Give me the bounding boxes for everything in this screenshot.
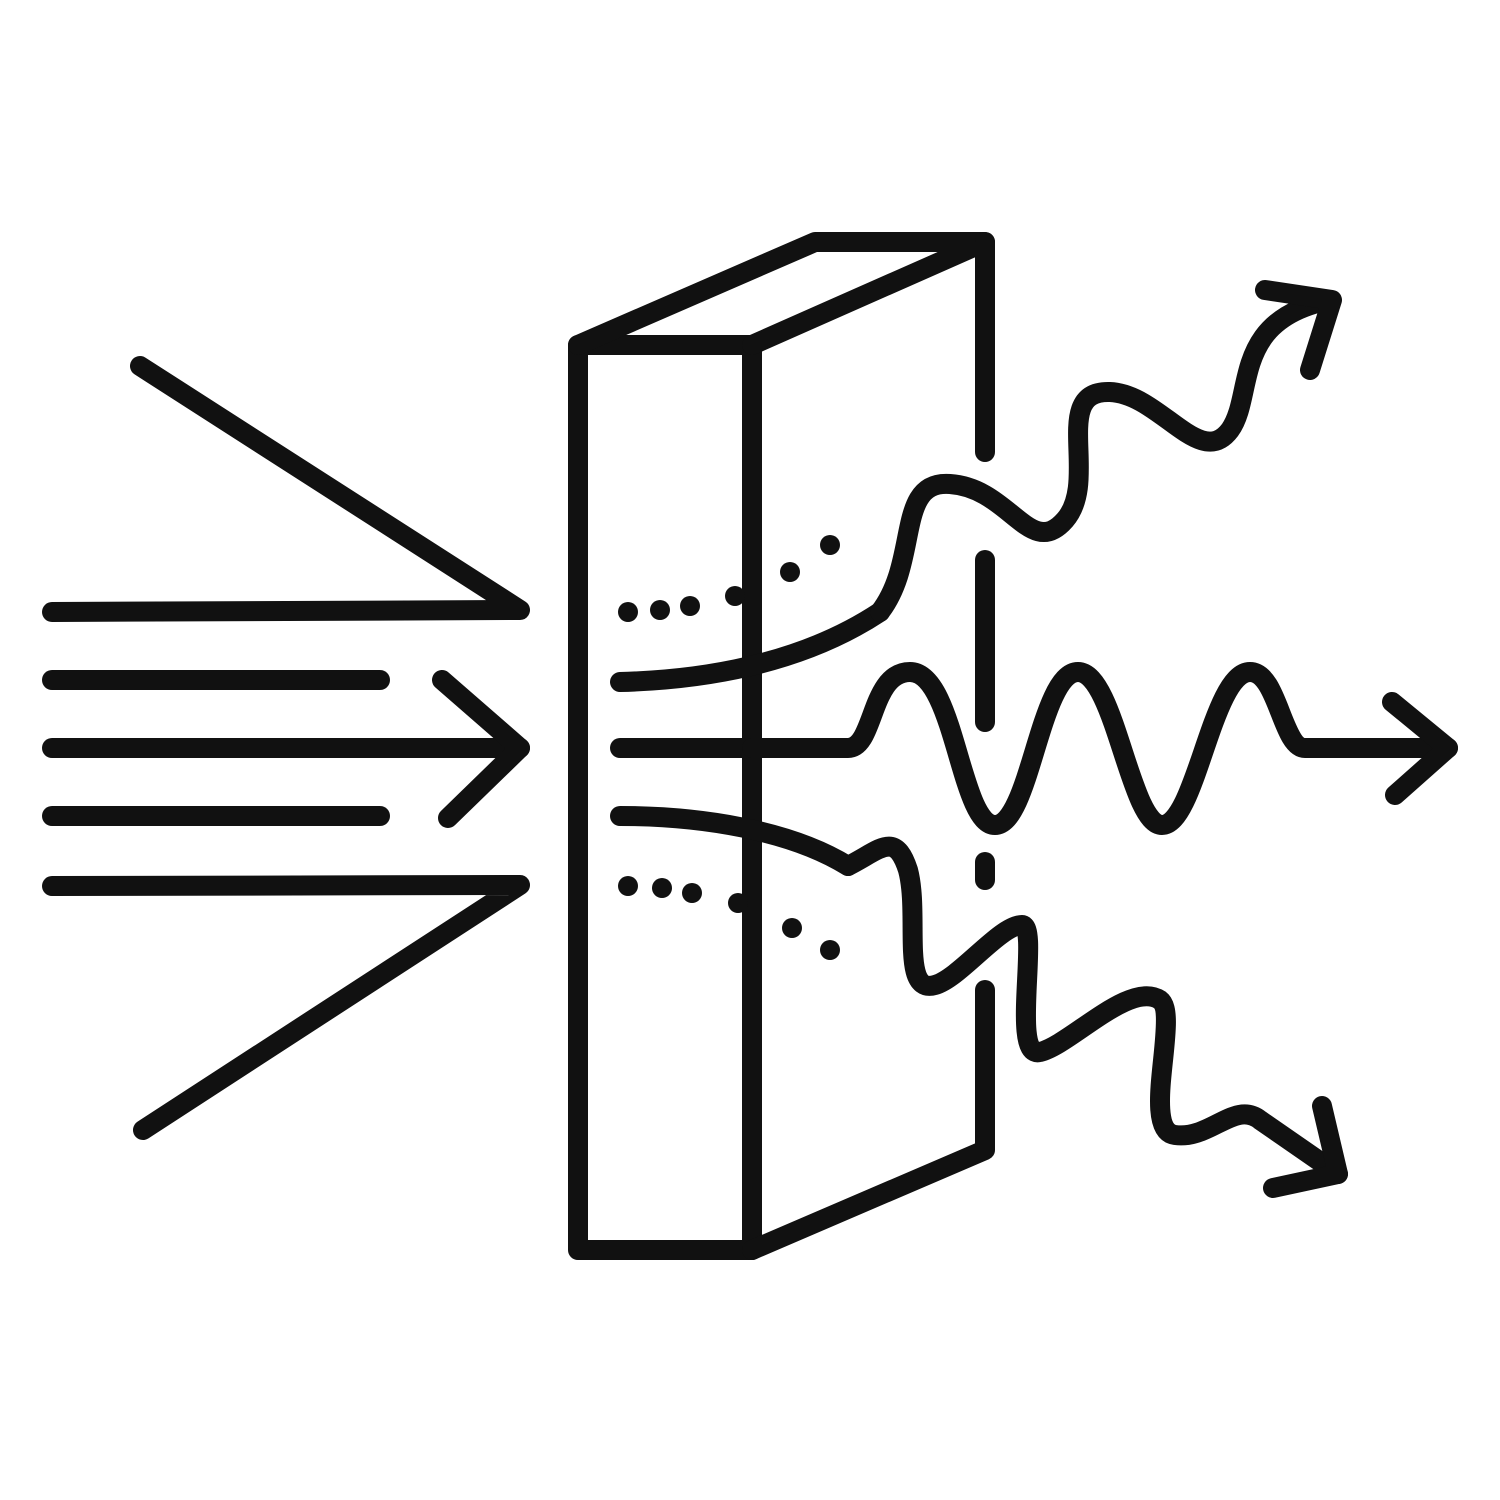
dot-u5: [780, 562, 800, 582]
incoming-beam: [42, 356, 530, 1140]
dot-l4: [728, 893, 748, 913]
lower-arrowhead-icon: [1263, 1096, 1348, 1198]
dot-l5: [782, 918, 802, 938]
slab-right-edge-lower: [742, 980, 995, 1260]
slab: [568, 232, 995, 1260]
slab-front-face: [568, 335, 762, 1260]
dot-u1: [618, 602, 638, 622]
dot-u6: [820, 535, 840, 555]
internal-ray-lower: [610, 806, 858, 876]
dot-u2: [650, 600, 670, 620]
internal-ray-upper: [610, 602, 890, 692]
upper-outgoing-wave: [870, 290, 1340, 622]
outgoing-waves: [742, 280, 1458, 1198]
slab-top-face: [568, 232, 995, 355]
lower-outgoing-wave: [838, 836, 1348, 1184]
internal-rays: [610, 535, 890, 960]
upper-arrowhead-icon: [1255, 280, 1342, 380]
center-outgoing-wave: [742, 662, 1458, 835]
center-arrowhead-icon: [432, 670, 530, 828]
dot-u3: [680, 596, 700, 616]
dot-u4: [725, 586, 745, 606]
dot-l6: [820, 940, 840, 960]
center-arrowhead-right-icon: [1382, 692, 1458, 805]
dot-l2: [652, 878, 672, 898]
dot-l3: [682, 883, 702, 903]
lower-converging-edge: [42, 875, 530, 1140]
dot-l1: [618, 876, 638, 896]
upper-converging-edge: [42, 356, 530, 622]
